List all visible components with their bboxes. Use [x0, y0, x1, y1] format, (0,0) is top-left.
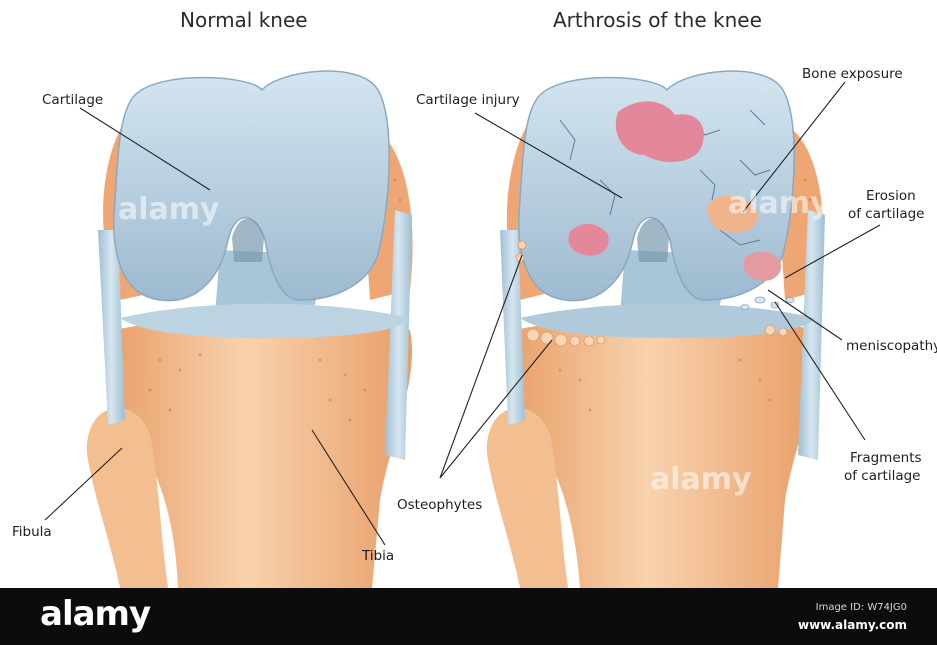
title-arthrosis: Arthrosis of the knee	[553, 8, 762, 32]
label-erosion-2: of cartilage	[848, 206, 925, 222]
watermark-bottom: alamy	[650, 462, 752, 497]
label-osteophytes: Osteophytes	[397, 497, 482, 513]
image-id: Image ID: W74JG0	[816, 602, 907, 613]
label-bone-exposure: Bone exposure	[802, 66, 903, 82]
label-erosion-1: Erosion	[866, 188, 916, 204]
label-fibula: Fibula	[12, 524, 52, 540]
watermark-left: alamy	[118, 192, 220, 227]
site-url[interactable]: www.alamy.com	[798, 618, 907, 632]
label-fragments-1: Fragments	[850, 450, 922, 466]
watermark-right: alamy	[728, 186, 830, 221]
label-meniscopathy: meniscopathy	[846, 338, 937, 354]
cartilage-fragments	[741, 297, 794, 310]
label-cartilage-injury: Cartilage injury	[416, 92, 520, 108]
title-normal-knee: Normal knee	[180, 8, 308, 32]
label-cartilage: Cartilage	[42, 92, 103, 108]
stock-footer-bar: alamy Image ID: W74JG0 www.alamy.com	[0, 588, 937, 645]
alamy-logo[interactable]: alamy	[40, 594, 150, 634]
label-fragments-2: of cartilage	[844, 468, 921, 484]
label-tibia: Tibia	[362, 548, 394, 564]
